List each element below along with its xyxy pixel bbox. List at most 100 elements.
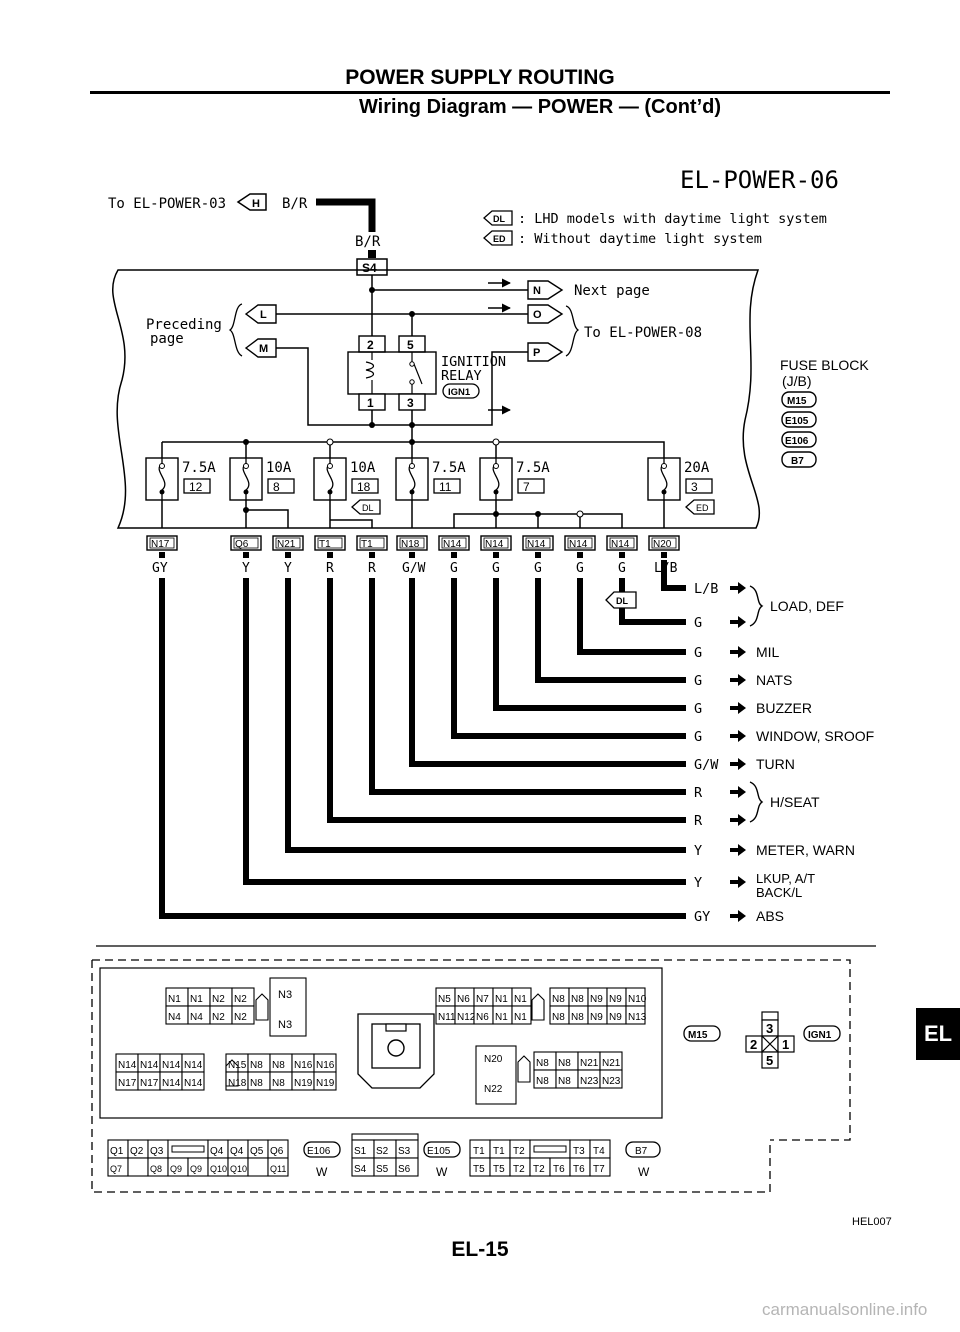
output-wire-color: G xyxy=(694,615,702,631)
pin-label: N9 xyxy=(590,994,603,1005)
section-title: POWER SUPPLY ROUTING xyxy=(345,66,615,89)
pin-label: N14 xyxy=(162,1060,181,1071)
svg-text:RELAY: RELAY xyxy=(441,368,482,384)
output-destination: MIL xyxy=(756,644,780,660)
wire-color-label: G xyxy=(576,561,584,576)
pin-label: N8 xyxy=(552,1012,565,1023)
connector-label: N14 xyxy=(443,539,462,550)
svg-text:M15: M15 xyxy=(688,1030,708,1041)
watermark: carmanualsonline.info xyxy=(762,1300,928,1319)
svg-text:BACK/L: BACK/L xyxy=(756,885,802,900)
output-row: L/B xyxy=(694,581,746,597)
pin-label: N7 xyxy=(476,994,489,1005)
pin-label: N22 xyxy=(484,1084,503,1095)
svg-text:DL: DL xyxy=(616,596,628,606)
harness-connector-n14: N14 xyxy=(480,535,512,558)
fuse-block-connector-m15: M15 xyxy=(781,391,817,408)
output-wire-color: R xyxy=(694,813,703,829)
pin-label: N14 xyxy=(184,1060,203,1071)
pin-label: T7 xyxy=(593,1164,605,1175)
harness-connector-n21: N21 xyxy=(272,535,304,558)
pin-label: N1 xyxy=(495,1012,508,1023)
harness-connector-n17: N17 xyxy=(146,535,178,558)
wire-color-label: GY xyxy=(152,561,168,576)
connector-label: N21 xyxy=(277,539,296,550)
output-row: R xyxy=(694,813,746,829)
pin-label: Q6 xyxy=(270,1146,284,1157)
output-arrow xyxy=(730,758,746,770)
relay-ref-ign1: IGN1 xyxy=(442,383,480,399)
pin-label: N8 xyxy=(272,1078,285,1089)
wire-color-label: G/W xyxy=(402,561,426,576)
pin-label: T2 xyxy=(533,1164,545,1175)
pin-label: N1 xyxy=(168,994,181,1005)
output-wire-color: R xyxy=(694,785,703,801)
pin-label: S2 xyxy=(376,1146,389,1157)
pin-label: Q11 xyxy=(270,1164,286,1174)
pin-label: N8 xyxy=(558,1076,571,1087)
pin-label: N21 xyxy=(580,1058,599,1069)
fuse-amp-label: 10A xyxy=(266,460,292,476)
connector-view-name: E106 xyxy=(307,1146,331,1157)
connector-o: O xyxy=(527,304,564,324)
pin-label: T5 xyxy=(493,1164,505,1175)
legend-ed: ED : Without daytime light system xyxy=(483,230,762,247)
harness-connector-n18: N18 xyxy=(396,535,428,558)
pin-label: N8 xyxy=(571,1012,584,1023)
preceding-connector-m: M xyxy=(244,338,277,358)
output-destination: ABS xyxy=(756,908,784,924)
pin-label: N2 xyxy=(234,994,247,1005)
pin-label: N8 xyxy=(536,1076,549,1087)
output-row: G BUZZER xyxy=(694,700,812,717)
pin-label: N11 xyxy=(438,1012,456,1023)
junction-dot xyxy=(243,439,249,445)
svg-text:5: 5 xyxy=(766,1053,773,1068)
output-arrow xyxy=(730,814,746,826)
output-row: R xyxy=(694,785,746,801)
connector-label: N14 xyxy=(485,539,504,550)
fuse-number: 8 xyxy=(273,480,280,494)
page-number: EL-15 xyxy=(451,1238,509,1261)
pin-label: S3 xyxy=(398,1146,411,1157)
pin-cell xyxy=(313,1071,337,1091)
pin-label: Q10 xyxy=(230,1164,247,1174)
output-destination: METER, WARN xyxy=(756,842,855,858)
fuse-block-connector-b7: B7 xyxy=(781,451,817,468)
pin-label: N1 xyxy=(514,1012,527,1023)
output-wire-color: L/B xyxy=(694,581,718,597)
connector-label: N18 xyxy=(401,539,420,550)
pin-label: S5 xyxy=(376,1164,389,1175)
riser-terminal xyxy=(368,250,376,258)
output-wire-color: G xyxy=(694,729,702,745)
svg-text:ED: ED xyxy=(493,234,506,244)
output-wire-color: G xyxy=(694,645,702,661)
h-seat-brace xyxy=(749,781,764,823)
pin-label: N6 xyxy=(476,1012,489,1023)
pin-cell xyxy=(395,1157,419,1177)
connector-latch xyxy=(255,993,269,1021)
page-subtitle: Wiring Diagram — POWER — (Cont’d) xyxy=(358,96,722,118)
svg-text:M15: M15 xyxy=(787,396,807,407)
pin-label: N1 xyxy=(190,994,203,1005)
harness-connector-q6: Q6 xyxy=(230,535,262,558)
output-wire-color: G xyxy=(694,701,702,717)
connector-label: N14 xyxy=(527,539,546,550)
pin-label: T6 xyxy=(553,1164,565,1175)
pin-label: T1 xyxy=(473,1146,485,1157)
h-seat-label: H/SEAT xyxy=(770,794,820,810)
header-rule xyxy=(90,91,890,94)
output-wire xyxy=(493,578,686,711)
output-destination: BUZZER xyxy=(756,700,812,716)
fuse-number: 3 xyxy=(691,480,698,494)
relay-contact xyxy=(409,379,415,385)
output-arrow xyxy=(730,844,746,856)
section-tab-el[interactable]: EL xyxy=(916,1008,960,1060)
svg-text:S4: S4 xyxy=(362,261,377,275)
fuse-number: 12 xyxy=(189,480,203,494)
